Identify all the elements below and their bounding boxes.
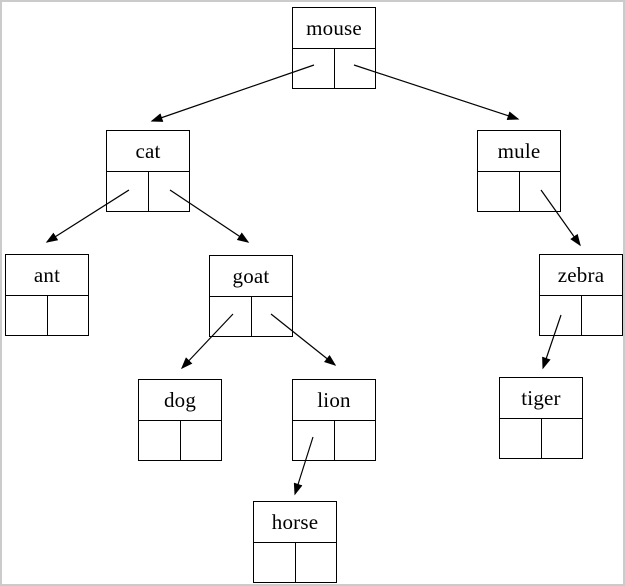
node-mouse-label: mouse (293, 8, 375, 49)
node-tiger-right-pointer-cell (542, 419, 583, 458)
node-ant-pointer-cells (6, 296, 88, 335)
node-horse-right-pointer-cell (296, 543, 337, 582)
node-cat: cat (106, 130, 190, 212)
node-mule-left-pointer-cell (478, 172, 520, 211)
node-mule-right-pointer-cell (520, 172, 561, 211)
node-tiger: tiger (499, 377, 583, 459)
node-ant-label: ant (6, 255, 88, 296)
node-ant: ant (5, 254, 89, 336)
node-lion-left-pointer-cell (293, 421, 335, 460)
node-tiger-pointer-cells (500, 419, 582, 458)
node-horse: horse (253, 501, 337, 583)
node-lion-pointer-cells (293, 421, 375, 460)
node-cat-label: cat (107, 131, 189, 172)
node-zebra: zebra (539, 254, 623, 336)
node-goat: goat (209, 255, 293, 337)
node-mouse: mouse (292, 7, 376, 89)
node-horse-label: horse (254, 502, 336, 543)
node-horse-left-pointer-cell (254, 543, 296, 582)
node-ant-right-pointer-cell (48, 296, 89, 335)
node-zebra-label: zebra (540, 255, 622, 296)
node-mouse-pointer-cells (293, 49, 375, 88)
edge-mouse-left-to-cat (150, 64, 315, 122)
node-lion-right-pointer-cell (335, 421, 376, 460)
node-tiger-left-pointer-cell (500, 419, 542, 458)
node-tiger-label: tiger (500, 378, 582, 419)
node-dog-pointer-cells (139, 421, 221, 460)
node-ant-left-pointer-cell (6, 296, 48, 335)
node-mule-pointer-cells (478, 172, 560, 211)
node-mouse-left-pointer-cell (293, 49, 335, 88)
node-goat-right-pointer-cell (252, 297, 293, 336)
node-dog-label: dog (139, 380, 221, 421)
node-goat-pointer-cells (210, 297, 292, 336)
node-dog-right-pointer-cell (181, 421, 222, 460)
edge-mouse-right-to-mule (353, 64, 520, 120)
node-lion-label: lion (293, 380, 375, 421)
node-mule-label: mule (478, 131, 560, 172)
node-zebra-left-pointer-cell (540, 296, 582, 335)
node-dog: dog (138, 379, 222, 461)
node-goat-left-pointer-cell (210, 297, 252, 336)
node-cat-left-pointer-cell (107, 172, 149, 211)
node-zebra-right-pointer-cell (582, 296, 623, 335)
node-lion: lion (292, 379, 376, 461)
node-cat-pointer-cells (107, 172, 189, 211)
node-mule: mule (477, 130, 561, 212)
node-mouse-right-pointer-cell (335, 49, 376, 88)
node-goat-label: goat (210, 256, 292, 297)
node-horse-pointer-cells (254, 543, 336, 582)
node-zebra-pointer-cells (540, 296, 622, 335)
node-dog-left-pointer-cell (139, 421, 181, 460)
node-cat-right-pointer-cell (149, 172, 190, 211)
